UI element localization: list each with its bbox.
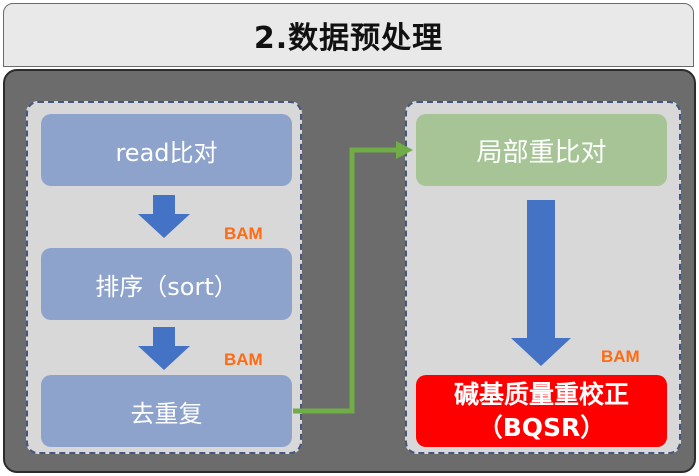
step-local-realignment: 局部重比对 xyxy=(416,114,667,186)
down-arrow-icon xyxy=(138,195,190,238)
bam-label: BAM xyxy=(601,347,640,366)
step-read-alignment: read比对 xyxy=(41,114,292,186)
step-dedup: 去重复 xyxy=(41,375,292,447)
step-sort: 排序（sort） xyxy=(41,248,292,320)
title-bar: 2.数据预处理 xyxy=(3,3,694,67)
step-label: 去重复 xyxy=(130,399,203,428)
connector-line xyxy=(293,147,398,414)
down-arrow-icon xyxy=(138,327,190,370)
step-label: 碱基质量重校正（BQSR） xyxy=(453,380,629,442)
step-bqsr: 碱基质量重校正（BQSR） xyxy=(416,375,667,447)
step-label: 局部重比对 xyxy=(476,137,607,168)
right-arrow-icon xyxy=(396,141,413,159)
step-label: 排序（sort） xyxy=(95,272,238,301)
step-label: read比对 xyxy=(115,138,218,167)
page-title: 2.数据预处理 xyxy=(253,21,444,56)
down-arrow-icon xyxy=(511,200,571,366)
bam-label: BAM xyxy=(224,350,263,369)
bam-label: BAM xyxy=(224,224,263,243)
